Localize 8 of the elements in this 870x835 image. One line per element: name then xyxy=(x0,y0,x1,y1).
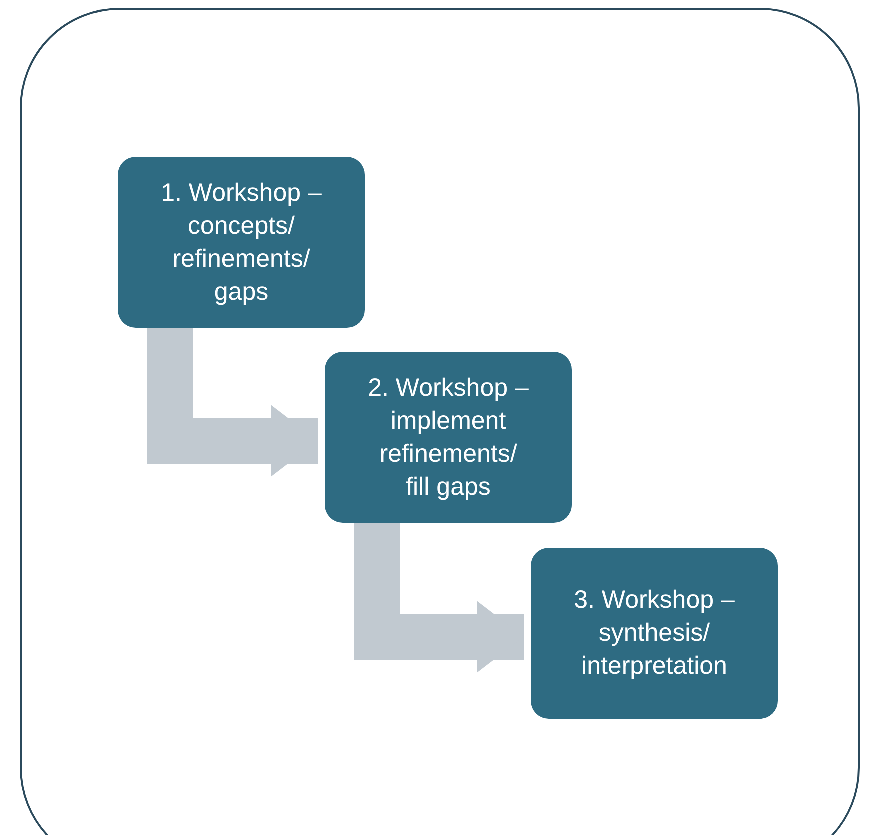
process-box xyxy=(531,548,778,719)
box-label: 2. Workshop – implement refinements/ fill gaps xyxy=(367,372,530,502)
process-box xyxy=(118,157,365,328)
box-label: 1. Workshop – concepts/ refinements/ gaps xyxy=(160,178,323,308)
block-arrow xyxy=(148,328,318,477)
box-label: 3. Workshop – synthesis/ interpretation xyxy=(573,585,736,682)
block-arrow xyxy=(354,523,524,673)
process-box xyxy=(325,352,572,523)
